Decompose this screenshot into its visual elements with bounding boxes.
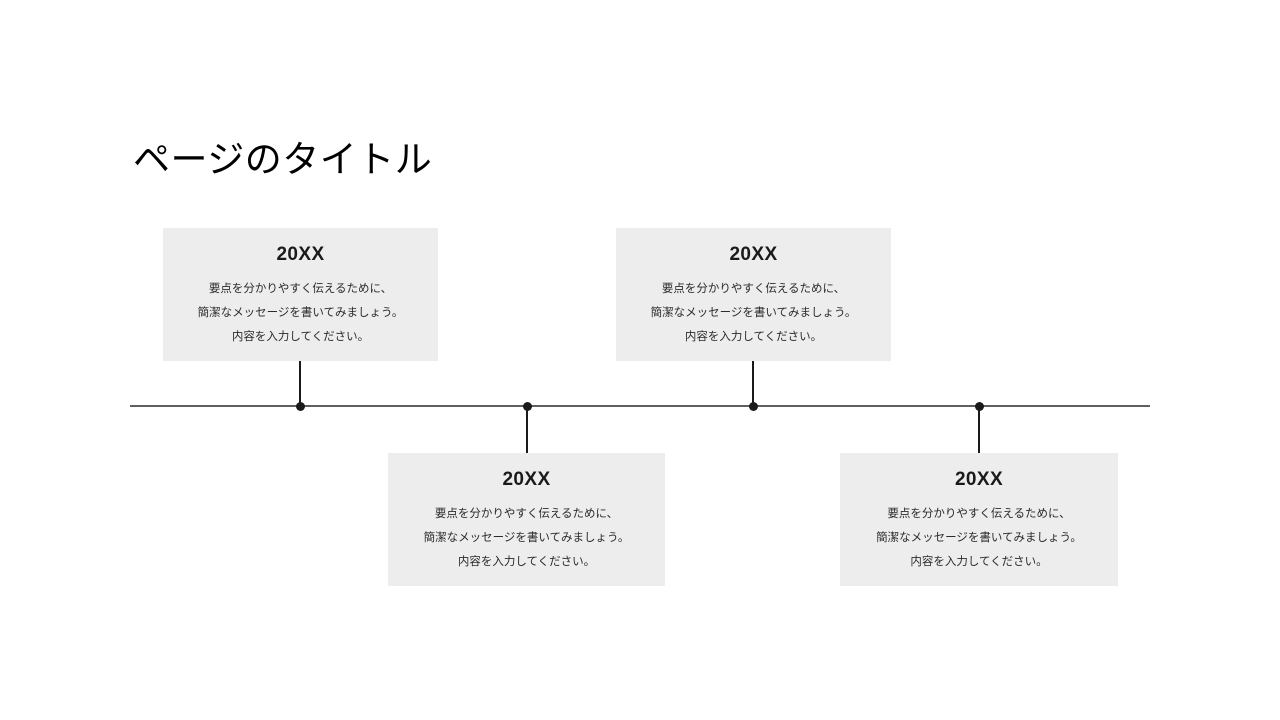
timeline-dot-2[interactable]: [522, 402, 532, 411]
timeline-card-2-body-line-2: 簡潔なメッセージを書いてみましょう。: [423, 532, 630, 544]
timeline-card-4-body-line-2: 簡潔なメッセージを書いてみましょう。: [876, 532, 1082, 544]
timeline-card-3[interactable]: 20XX 要点を分かりやすく伝えるために、 簡潔なメッセージを書いてみましょう。…: [616, 228, 891, 361]
timeline-stem-1: [299, 361, 301, 406]
timeline-card-3-body-line-2: 簡潔なメッセージを書いてみましょう。: [650, 307, 857, 319]
timeline-card-2[interactable]: 20XX 要点を分かりやすく伝えるために、 簡潔なメッセージを書いてみましょう。…: [388, 453, 665, 586]
timeline-card-4-year: 20XX: [954, 469, 1004, 490]
timeline-card-1-body-line-2: 簡潔なメッセージを書いてみましょう。: [197, 307, 404, 319]
timeline-card-4-body-line-3: 内容を入力してください。: [910, 556, 1048, 568]
page-title: ページのタイトル: [133, 139, 433, 180]
timeline-card-4-body: 要点を分かりやすく伝えるために、 簡潔なメッセージを書いてみましょう。 内容を入…: [840, 502, 1118, 574]
timeline-card-1-body: 要点を分かりやすく伝えるために、 簡潔なメッセージを書いてみましょう。 内容を入…: [163, 277, 438, 349]
timeline-stem-2: [526, 406, 528, 453]
timeline-axis: [130, 405, 1150, 407]
timeline-card-1[interactable]: 20XX 要点を分かりやすく伝えるために、 簡潔なメッセージを書いてみましょう。…: [163, 228, 438, 361]
timeline-dot-3[interactable]: [748, 402, 758, 411]
timeline-card-1-body-line-3: 内容を入力してください。: [231, 331, 370, 343]
timeline-card-3-year: 20XX: [729, 244, 778, 265]
timeline-card-2-body-line-3: 内容を入力してください。: [457, 556, 596, 568]
timeline-card-2-body: 要点を分かりやすく伝えるために、 簡潔なメッセージを書いてみましょう。 内容を入…: [388, 502, 665, 574]
timeline-dot-4[interactable]: [974, 402, 984, 411]
timeline-dot-1[interactable]: [295, 402, 305, 411]
timeline-card-1-body-line-1: 要点を分かりやすく伝えるために、: [208, 283, 393, 295]
timeline-card-4-body-line-1: 要点を分かりやすく伝えるために、: [887, 508, 1071, 520]
timeline-stem-4: [978, 406, 980, 453]
timeline-card-2-body-line-1: 要点を分かりやすく伝えるために、: [434, 508, 619, 520]
timeline-card-1-year: 20XX: [276, 244, 325, 265]
timeline-stem-3: [752, 361, 754, 406]
timeline-card-4[interactable]: 20XX 要点を分かりやすく伝えるために、 簡潔なメッセージを書いてみましょう。…: [840, 453, 1118, 586]
timeline-card-3-body-line-3: 内容を入力してください。: [684, 331, 823, 343]
timeline-card-3-body: 要点を分かりやすく伝えるために、 簡潔なメッセージを書いてみましょう。 内容を入…: [616, 277, 891, 349]
timeline-card-2-year: 20XX: [502, 469, 551, 490]
timeline-card-3-body-line-1: 要点を分かりやすく伝えるために、: [661, 283, 846, 295]
